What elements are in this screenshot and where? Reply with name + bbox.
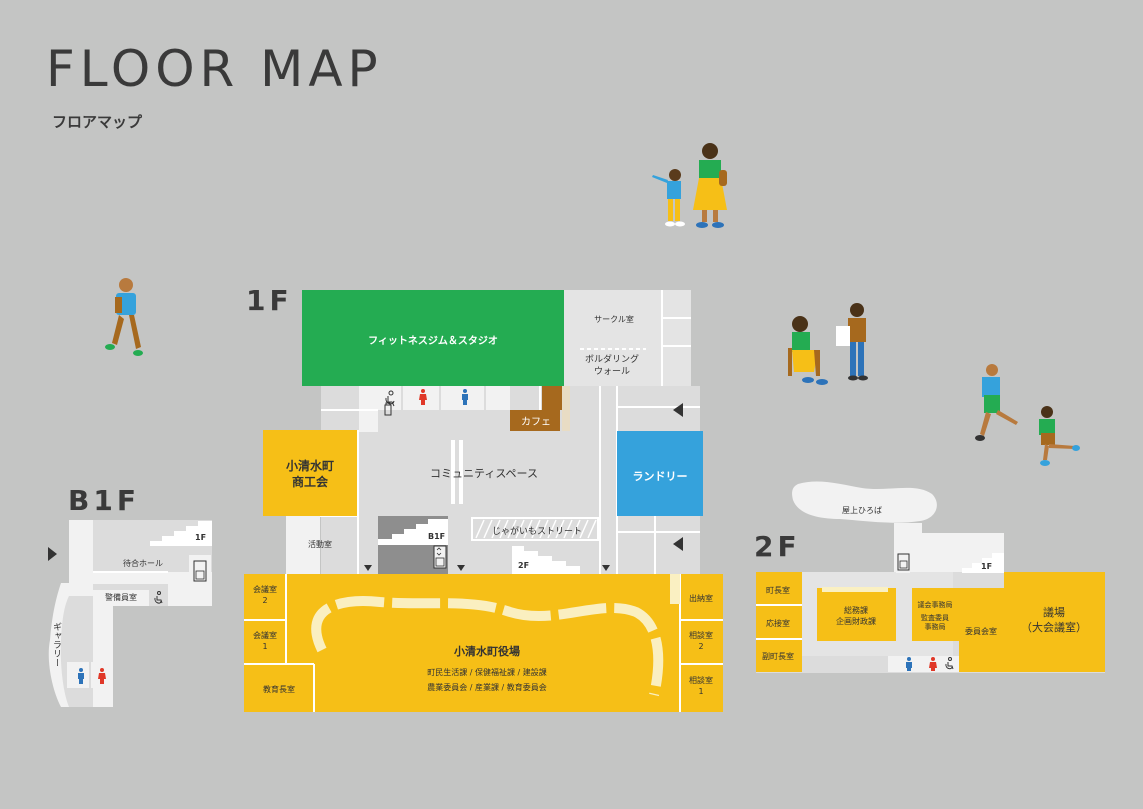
- floor-2f-plan: [756, 481, 1105, 673]
- people-illustrations: [105, 143, 1080, 466]
- assembly-hall: 議場 （大会議室）: [1021, 606, 1087, 634]
- entrance-arrow-icon: [673, 403, 683, 551]
- waiting-hall: 待合ホール: [123, 559, 163, 568]
- floor-label-b1f: B1F: [68, 484, 140, 517]
- treasury-room: 出納室: [689, 594, 713, 603]
- mayor-room: 町長室: [766, 586, 790, 595]
- education-chief-room: 教育長室: [263, 685, 295, 694]
- floor-b1f-plan: [48, 520, 212, 707]
- page-title: FLOOR MAP: [46, 40, 383, 98]
- room-fitness: フィットネスジム＆スタジオ: [368, 336, 498, 347]
- audit-office: 監査委員 事務局: [921, 614, 949, 632]
- room-activity: 活動室: [308, 540, 332, 549]
- stairs-to-2f: 2F: [518, 561, 530, 570]
- floor-1f-plan: [244, 290, 723, 712]
- toilet-icons: [78, 389, 954, 684]
- stairs-to-1f: 1F: [195, 533, 207, 542]
- town-hall-depts-2: 農業委員会 / 産業課 / 教育委員会: [427, 683, 547, 692]
- general-affairs: 総務課 企画財政課: [836, 606, 876, 626]
- town-hall: 小清水町役場: [454, 645, 520, 658]
- rooftop-plaza: 屋上ひろば: [842, 506, 882, 515]
- security-room: 警備員室: [105, 593, 137, 602]
- committee-room: 委員会室: [965, 627, 997, 636]
- room-cafe: カフェ: [521, 417, 551, 428]
- floor-label-2f: 2F: [754, 530, 801, 563]
- consultation-room-2: 相談室 2: [689, 631, 713, 651]
- deputy-mayor-room: 副町長室: [762, 652, 794, 661]
- consultation-room-1: 相談室 1: [689, 676, 713, 696]
- town-hall-depts-1: 町民生活課 / 保健福祉課 / 建設課: [427, 668, 547, 677]
- reception-room: 応接室: [766, 619, 790, 628]
- gallery: ギャラリー: [51, 622, 61, 667]
- room-chamber-of-commerce: 小清水町 商工会: [285, 459, 335, 490]
- stairs-to-1f-2f: 1F: [981, 562, 993, 571]
- floor-label-1f: 1F: [246, 284, 293, 317]
- room-bouldering: ボルダリング ウォール: [584, 355, 640, 378]
- potato-street: じゃがいもストリート: [491, 527, 583, 537]
- assembly-secretariat: 議会事務局: [917, 601, 953, 609]
- community-space: コミュニティスペース: [429, 467, 539, 480]
- stairs-to-b1f: B1F: [428, 532, 446, 541]
- page-subtitle: フロアマップ: [52, 113, 143, 131]
- room-laundry: ランドリー: [632, 470, 688, 483]
- meeting-room-2: 会議室 2: [253, 585, 277, 605]
- room-circle: サークル室: [594, 315, 634, 324]
- meeting-room-1: 会議室 1: [253, 631, 277, 651]
